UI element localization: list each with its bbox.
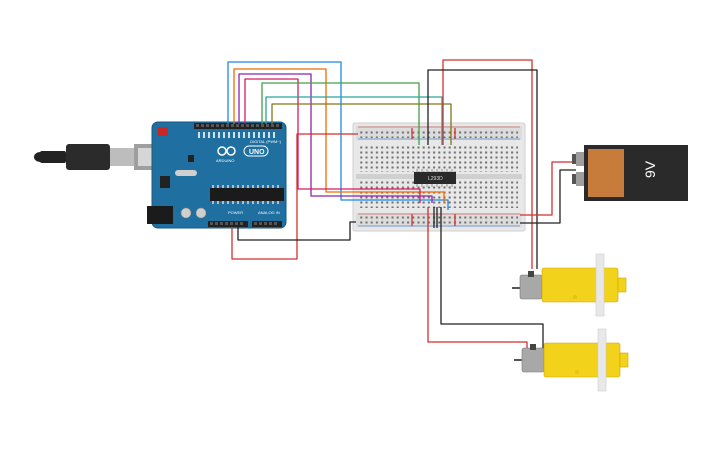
uno-label: UNO — [249, 149, 265, 156]
wire-olive[interactable] — [271, 103, 452, 145]
dc-motor-1[interactable] — [512, 253, 627, 317]
battery-label: 9V — [642, 160, 658, 178]
analog-label: ANALOG IN — [258, 210, 280, 215]
dc-motor-2[interactable] — [514, 328, 629, 392]
arduino-logo-text: ARDUINO — [216, 158, 234, 163]
wire-teal[interactable] — [265, 96, 443, 145]
wire-black-motor2[interactable] — [440, 207, 544, 352]
wire-battery-red[interactable] — [520, 161, 576, 216]
wires — [227, 59, 576, 352]
usb-cable — [34, 144, 168, 170]
l293d-ic[interactable]: L293D — [414, 169, 456, 187]
wire-green[interactable] — [261, 82, 420, 145]
wire-red-motor1[interactable] — [442, 59, 533, 269]
power-label: POWER — [228, 210, 243, 215]
battery-9v[interactable]: 9V — [572, 145, 688, 201]
arduino-logo: UNO ARDUINO — [216, 145, 269, 163]
wire-red-5v[interactable] — [231, 133, 358, 260]
wire-blue[interactable] — [227, 61, 449, 210]
arduino-uno-board[interactable]: DIGITAL (PWM~) UNO ARDUINO — [147, 121, 287, 229]
ic-label: L293D — [428, 176, 443, 182]
digital-pins-label: DIGITAL (PWM~) — [250, 139, 282, 144]
breadboard[interactable] — [352, 122, 526, 232]
power-jack — [147, 206, 173, 224]
wire-battery-black[interactable] — [520, 169, 576, 224]
wire-black-gnd[interactable] — [237, 221, 356, 241]
wire-red-motor2[interactable] — [427, 207, 528, 352]
wire-orange[interactable] — [233, 68, 445, 203]
wire-purple[interactable] — [238, 73, 433, 203]
atmega-chip — [210, 188, 284, 201]
wire-black-motor1[interactable] — [427, 69, 538, 269]
